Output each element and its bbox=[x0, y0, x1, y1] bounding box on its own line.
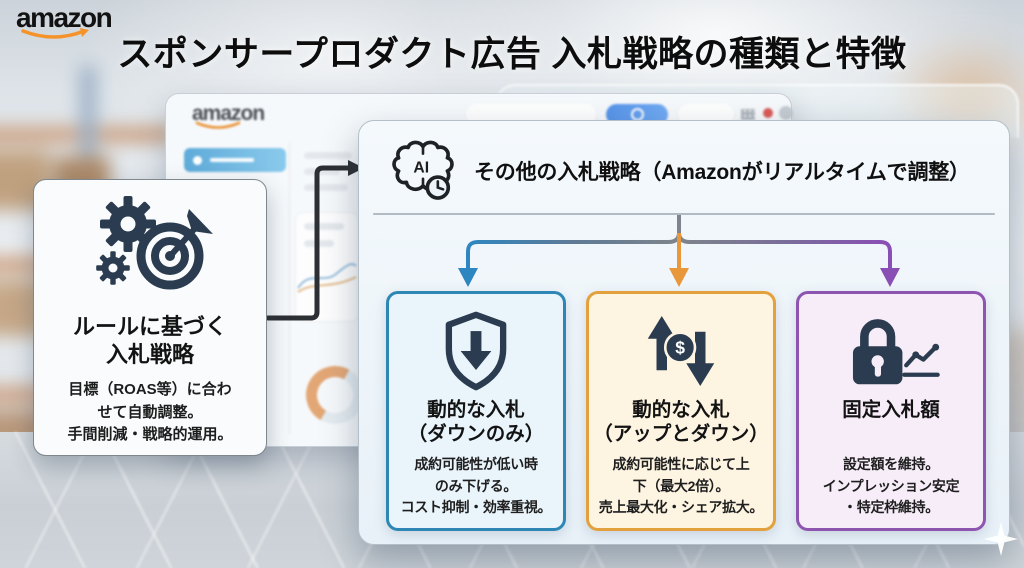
console-line-chart bbox=[297, 263, 357, 293]
card-description-line: 目標（ROAS等）に合わ bbox=[68, 381, 232, 399]
console-content: amazon bbox=[166, 94, 793, 446]
up-down-dollar-icon: $ bbox=[647, 316, 715, 386]
panel-divider bbox=[373, 213, 995, 215]
card-title-line: （アップとダウン） bbox=[593, 423, 769, 446]
flow-arrow-rule-to-panel bbox=[265, 160, 364, 321]
card-icon-box bbox=[389, 304, 563, 398]
card-icon-box: $ bbox=[589, 304, 773, 398]
nav-label-placeholder bbox=[210, 158, 254, 162]
card-description: 成約可能性に応じて上 下（最大2倍）。 売上最大化・シェア拡大。 bbox=[589, 454, 773, 518]
arrow-down-purple-icon bbox=[880, 268, 900, 287]
panel-header: AI その他の入札戦略（Amazonがリアルタイムで調整） bbox=[389, 137, 993, 205]
amazon-smile-icon bbox=[21, 28, 89, 39]
card-description-line: ・特定枠維持。 bbox=[843, 498, 939, 515]
console-text-placeholder bbox=[304, 168, 340, 175]
console-nav-item bbox=[184, 148, 286, 172]
lock-chart-icon bbox=[852, 319, 940, 385]
arrow-down-blue-icon bbox=[458, 268, 478, 287]
other-strategies-panel: AI その他の入札戦略（Amazonがリアルタイムで調整） bbox=[358, 120, 1010, 545]
console-search-bar bbox=[466, 104, 596, 125]
card-title-line: （ダウンのみ） bbox=[407, 423, 545, 446]
arrow-down-orange-icon bbox=[669, 268, 689, 287]
card-description-line: コスト抑制・効率重視。 bbox=[400, 498, 552, 515]
notification-dot-icon bbox=[763, 108, 773, 118]
panel-title: その他の入札戦略（Amazonがリアルタイムで調整） bbox=[474, 161, 970, 184]
gears-target-icon bbox=[96, 196, 213, 290]
card-title: 固定入札額 bbox=[799, 398, 983, 446]
card-icon-box bbox=[799, 304, 983, 398]
amazon-smile-icon bbox=[195, 121, 241, 129]
console-text-placeholder bbox=[304, 152, 352, 159]
card-description-line: 成約可能性が低い時 bbox=[414, 456, 538, 473]
card-description-line: のみ下げる。 bbox=[434, 477, 518, 494]
card-title-line: ルールに基づく bbox=[72, 314, 227, 339]
dynamic-down-only-card: 動的な入札 （ダウンのみ） 成約可能性が低い時 のみ下げる。 コスト抑制・効率重… bbox=[386, 291, 566, 531]
card-description-line: 売上最大化・シェア拡大。 bbox=[598, 498, 764, 515]
card-title-line bbox=[799, 422, 983, 446]
console-search-bar bbox=[678, 104, 734, 125]
card-title-line: 動的な入札 bbox=[632, 399, 730, 421]
shield-down-arrow-icon bbox=[445, 311, 507, 391]
card-title: ルールに基づく 入札戦略 bbox=[34, 313, 266, 369]
dynamic-up-down-card: $ 動的な入札 （アップとダウン） 成約可能性に応じて上 下（最大2倍）。 売上… bbox=[586, 291, 776, 531]
ai-brain-clock-icon: AI bbox=[392, 140, 454, 200]
card-description: 成約可能性が低い時 のみ下げる。 コスト抑制・効率重視。 bbox=[389, 454, 563, 518]
card-description-line: 手間削減・戦略的運用。 bbox=[67, 426, 233, 444]
apps-grid-icon bbox=[741, 109, 755, 120]
card-description-line: インプレッション安定 bbox=[822, 477, 960, 494]
amazon-logo: amazon bbox=[16, 2, 113, 42]
card-description-line: 成約可能性に応じて上 bbox=[612, 456, 750, 473]
page-title: スポンサープロダクト広告 入札戦略の種類と特徴 bbox=[117, 35, 907, 74]
branch-connector bbox=[458, 215, 900, 287]
card-description: 目標（ROAS等）に合わ せて自動調整。 手間削減・戦略的運用。 bbox=[34, 379, 266, 447]
card-title-line: 入札戦略 bbox=[105, 342, 194, 368]
card-title: 動的な入札 （ダウンのみ） bbox=[389, 398, 563, 446]
rule-based-strategy-card: ルールに基づく 入札戦略 目標（ROAS等）に合わ せて自動調整。 手間削減・戦… bbox=[33, 179, 267, 456]
card-description-line: 設定額を維持。 bbox=[843, 456, 939, 473]
card-title-line: 動的な入札 bbox=[427, 399, 525, 421]
console-sidebar-divider bbox=[289, 142, 290, 434]
card-title: 動的な入札 （アップとダウン） bbox=[589, 398, 773, 446]
fixed-bid-card: 固定入札額 設定額を維持。 インプレッション安定 ・特定枠維持。 bbox=[796, 291, 986, 531]
card-title-line: 固定入札額 bbox=[842, 399, 940, 421]
card-description-line: 下（最大2倍）。 bbox=[632, 477, 730, 494]
card-description-line: せて自動調整。 bbox=[97, 403, 203, 421]
home-icon bbox=[193, 155, 202, 165]
console-text-placeholder bbox=[304, 223, 344, 230]
card-description: 設定額を維持。 インプレッション安定 ・特定枠維持。 bbox=[799, 454, 983, 518]
dollar-symbol: $ bbox=[675, 338, 685, 358]
console-text-placeholder bbox=[304, 184, 348, 191]
console-amazon-logo: amazon bbox=[192, 102, 265, 131]
ai-label: AI bbox=[413, 160, 429, 177]
amazon-logo-text: amazon bbox=[16, 2, 113, 33]
avatar bbox=[779, 106, 793, 120]
